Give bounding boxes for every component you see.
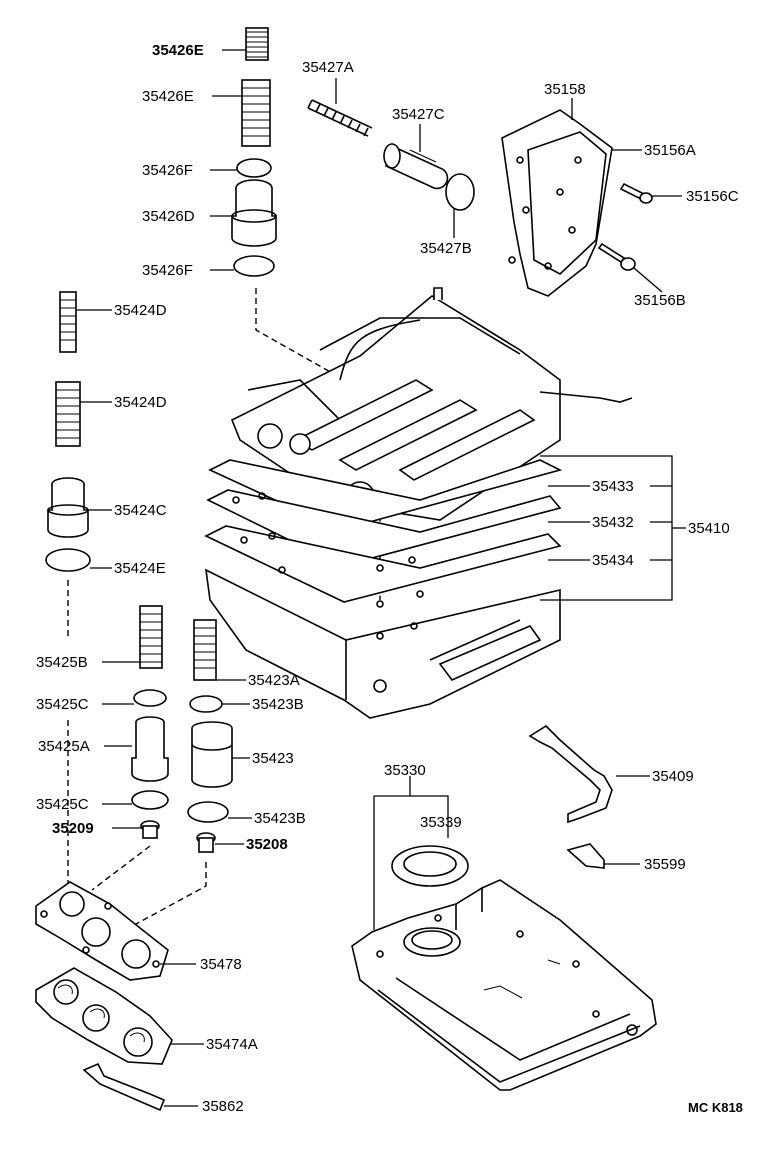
spring-35424d: [55, 381, 81, 447]
diagram-code: MC K818: [688, 1100, 743, 1115]
spring-35426e-top: [245, 27, 269, 61]
label-35424d-top: 35424D: [114, 302, 167, 319]
label-35330: 35330: [384, 762, 426, 779]
label-35425c: 35425C: [36, 796, 89, 813]
spring-35427a: [307, 99, 373, 137]
label-35478: 35478: [200, 956, 242, 973]
spring-35423a: [193, 619, 217, 681]
plug-35209: [140, 820, 160, 839]
spring-35424d-top: [59, 291, 77, 353]
label-35156b: 35156B: [634, 292, 686, 309]
label-35426e: 35426E: [142, 88, 194, 105]
label-35426d: 35426D: [142, 208, 195, 225]
label-35339: 35339: [420, 814, 462, 831]
label-35156a: 35156A: [644, 142, 696, 159]
sleeve-35425a: [131, 716, 169, 782]
label-35156c: 35156C: [686, 188, 739, 205]
label-35434: 35434: [592, 552, 634, 569]
o-ring-35424e: [45, 548, 91, 572]
label-35599: 35599: [644, 856, 686, 873]
label-35423: 35423: [252, 750, 294, 767]
label-35427b: 35427B: [420, 240, 472, 257]
bracket-35599: [566, 843, 605, 869]
gasket-35478: [35, 881, 169, 981]
bolt-35156b: [597, 242, 636, 271]
spring-35426e: [241, 79, 271, 147]
label-35425c-top: 35425C: [36, 696, 89, 713]
o-ring-35425c-top: [133, 689, 167, 707]
gasket-35339: [391, 845, 469, 887]
spring-35425b: [139, 605, 163, 669]
solenoid-35427c: [383, 143, 449, 190]
o-ring-35423b: [187, 801, 229, 823]
sleeve-35423: [191, 721, 233, 788]
o-ring-35423b-top: [189, 695, 223, 713]
label-35426e-top: 35426E: [152, 42, 204, 59]
label-35425a: 35425A: [38, 738, 90, 755]
label-35427c: 35427C: [392, 106, 445, 123]
o-ring-35426f: [233, 255, 275, 277]
label-35410: 35410: [688, 520, 730, 537]
o-ring-35425c: [131, 790, 169, 810]
valve-body-35410: [204, 287, 633, 719]
plate-35158: [501, 109, 613, 297]
label-35474a: 35474A: [206, 1036, 258, 1053]
sleeve-35424c: [47, 477, 89, 538]
label-35209: 35209: [52, 820, 94, 837]
o-ring-35427b: [445, 173, 475, 211]
label-35424e: 35424E: [114, 560, 166, 577]
label-35426f: 35426F: [142, 262, 193, 279]
plate-35474a: [35, 967, 173, 1065]
label-35423a: 35423A: [248, 672, 300, 689]
strainer-35330: [351, 879, 657, 1091]
label-35862: 35862: [202, 1098, 244, 1115]
label-35427a: 35427A: [302, 59, 354, 76]
label-35158: 35158: [544, 81, 586, 98]
detent-spring-35409: [528, 724, 613, 824]
label-35433: 35433: [592, 478, 634, 495]
label-35409: 35409: [652, 768, 694, 785]
label-35426f-top: 35426F: [142, 162, 193, 179]
assembly-line-35209: [91, 845, 151, 891]
label-35424c: 35424C: [114, 502, 167, 519]
clip-35862: [82, 1062, 166, 1112]
label-35424d: 35424D: [114, 394, 167, 411]
label-35425b: 35425B: [36, 654, 88, 671]
bolt-35156c: [619, 182, 653, 204]
label-35208: 35208: [246, 836, 288, 853]
label-35423b-top: 35423B: [252, 696, 304, 713]
o-ring-35426f-top: [236, 158, 272, 178]
label-35423b: 35423B: [254, 810, 306, 827]
sleeve-35426d: [231, 179, 277, 247]
plug-35208: [196, 832, 216, 853]
assembly-line-35208: [135, 862, 207, 925]
label-35432: 35432: [592, 514, 634, 531]
